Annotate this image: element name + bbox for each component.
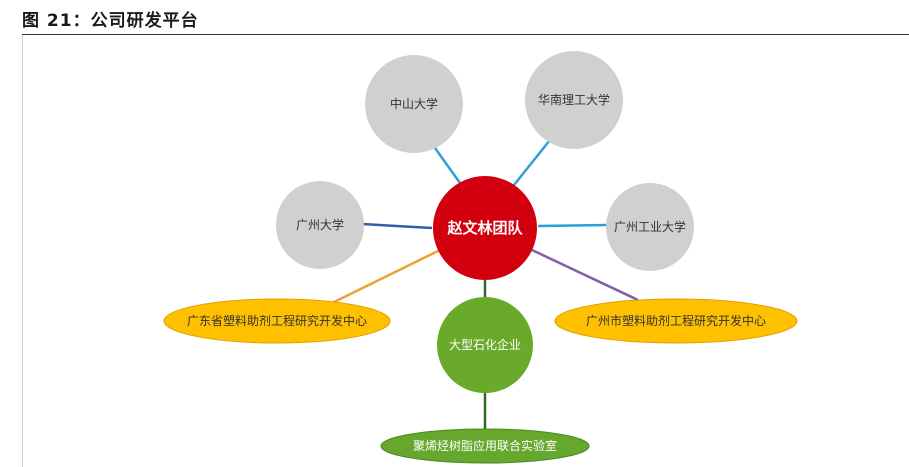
node-gzhu: 广州大学 [276,181,364,269]
connector-gdut [537,223,609,228]
node-scut-label: 华南理工大学 [538,92,610,107]
figure-title: 图 21：公司研发平台 [22,11,199,31]
left-border [22,35,23,467]
connector-sysu [433,147,462,184]
node-sysu: 中山大学 [365,55,463,153]
node-gzhu-label: 广州大学 [296,217,344,232]
node-gd-center: 广东省塑料助剂工程研究开发中心 [163,298,391,344]
node-petrochem-label: 大型石化企业 [449,337,521,352]
node-scut: 华南理工大学 [525,51,623,149]
node-gz-center-label: 广州市塑料助剂工程研究开发中心 [586,313,766,328]
node-petrochem: 大型石化企业 [437,297,533,393]
connector-gz-center [531,248,639,302]
connector-gzhu [361,222,433,230]
header-divider [22,34,909,35]
figure-header: 图 21：公司研发平台 [0,0,909,36]
node-gd-center-label: 广东省塑料助剂工程研究开发中心 [187,313,367,328]
node-gdut: 广州工业大学 [606,183,694,271]
node-lab-label: 聚烯烃树脂应用联合实验室 [413,438,557,453]
node-gz-center: 广州市塑料助剂工程研究开发中心 [554,298,798,344]
node-sysu-label: 中山大学 [390,96,438,111]
connector-scut [509,139,551,191]
node-center-label: 赵文林团队 [446,219,523,237]
node-center: 赵文林团队 [433,176,537,280]
node-gdut-label: 广州工业大学 [614,219,686,234]
connector-gd-center [329,248,441,306]
node-lab: 聚烯烃树脂应用联合实验室 [380,428,590,464]
